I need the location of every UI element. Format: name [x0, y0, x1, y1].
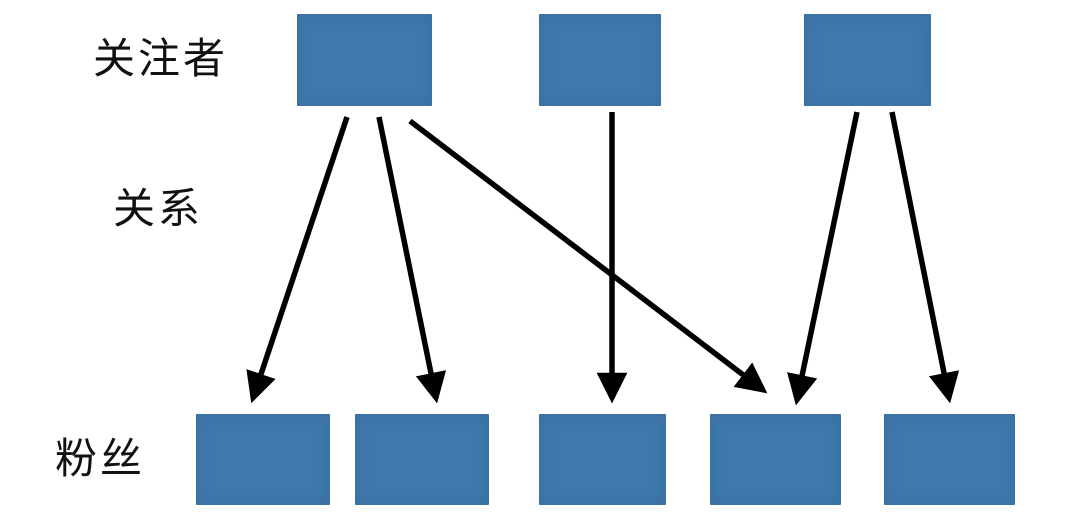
relation-arrow-followee-1-to-fan-1	[246, 116, 350, 404]
fan-box-4	[710, 414, 841, 505]
followee-box-2	[539, 14, 661, 106]
fan-box-3	[539, 414, 666, 505]
fan-box-5	[884, 414, 1015, 505]
label-followee: 关注者	[93, 35, 229, 82]
followee-box-1	[297, 14, 432, 106]
relation-arrow-followee-1-to-fan-4	[408, 118, 768, 394]
relation-arrow-followee-3-to-fan-5	[889, 111, 960, 404]
fan-box-2	[355, 414, 489, 505]
relation-arrow-followee-3-to-fan-4	[787, 111, 860, 406]
followee-box-3	[804, 14, 931, 106]
label-relation: 关系	[113, 185, 204, 232]
relation-arrow-followee-1-to-fan-2	[376, 116, 447, 404]
label-fans: 粉丝	[55, 435, 146, 482]
fan-box-1	[196, 414, 330, 505]
